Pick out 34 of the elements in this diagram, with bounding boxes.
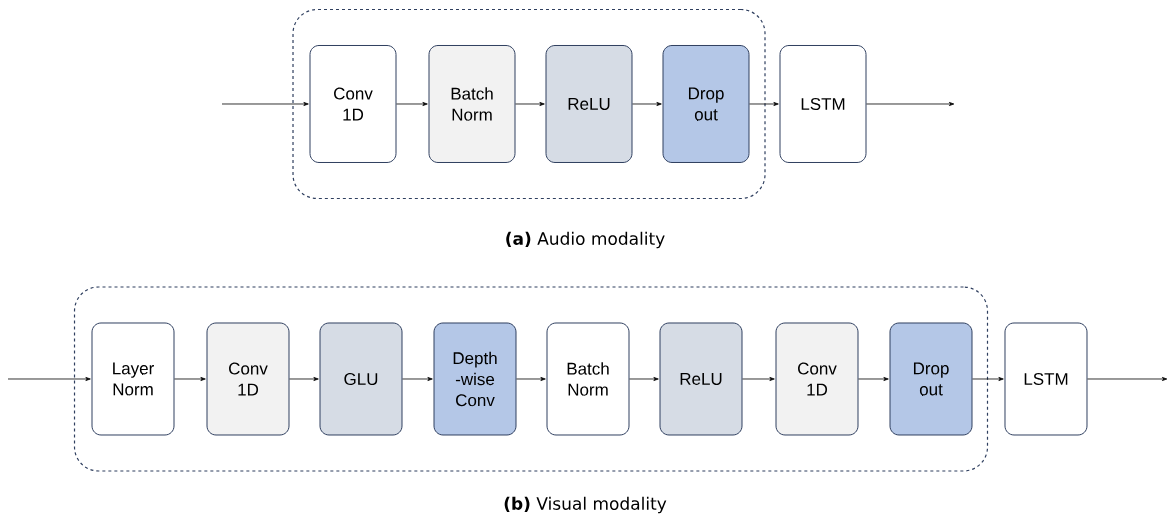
layer-box: Drop out [889,322,973,436]
arrow [858,377,889,381]
arrow [866,101,955,106]
arrow [742,377,775,381]
arrow [629,377,659,381]
arrow [632,101,662,106]
arrow [1087,377,1168,381]
layer-box: Conv 1D [206,322,290,436]
arrow [972,377,1004,381]
caption: (b) Visual modality [504,496,667,514]
layer-box: Depth -wise Conv [433,322,517,436]
layer-box: LSTM [779,45,867,163]
layer-box: Drop out [662,45,750,163]
arrow [289,377,319,381]
layer-box: LSTM [1004,322,1088,436]
layer-box: ReLU [545,45,633,163]
arrow [221,101,309,106]
layer-box: ReLU [659,322,743,436]
arrow [402,377,433,381]
layer-box: Layer Norm [91,322,175,436]
layer-box: Batch Norm [546,322,630,436]
arrow [396,101,428,106]
layer-box: Conv 1D [775,322,859,436]
caption: (a) Audio modality [506,231,665,249]
arrow [749,101,779,106]
arrow [174,377,206,381]
arrow [516,377,546,381]
arrow [515,101,545,106]
layer-box: Batch Norm [428,45,516,163]
layer-box: Conv 1D [309,45,397,163]
group-frame [292,8,766,200]
arrow [7,377,91,381]
layer-box: GLU [319,322,403,436]
group-frame [73,286,989,472]
